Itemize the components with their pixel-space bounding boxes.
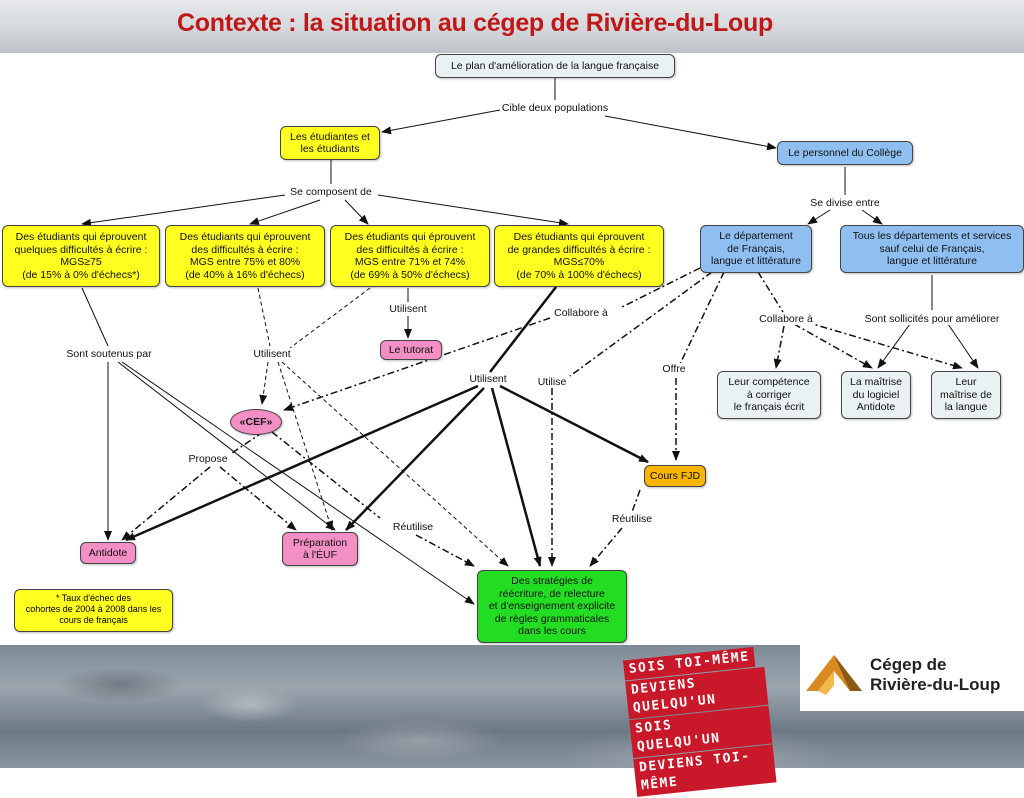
concept-map: Le plan d'amélioration de la langue fran… [0,53,1024,645]
node-strategies: Des stratégies de réécriture, de relectu… [477,570,627,643]
node-personnel: Le personnel du Collège [777,141,913,165]
node-autres-depts: Tous les départements et services sauf c… [840,225,1024,273]
label-utilisent-cef: Utilisent [251,348,293,360]
label-reutilise-cef: Réutilise [390,521,436,533]
slogan-stamp: SOIS TOI-MÊME DEVIENS QUELQU'UN SOIS QUE… [622,646,777,797]
label-composent: Se composent de [288,186,374,198]
node-preparation-euf: Préparation à l'ÉUF [282,532,358,566]
cegep-logo-icon [806,655,862,695]
node-etudiants: Les étudiantes et les étudiants [280,126,380,160]
label-sollicites: Sont sollicités pour améliorer [862,313,1002,325]
brand-name: Cégep de Rivière-du-Loup [870,655,1001,694]
footer-banner: SOIS TOI-MÊME DEVIENS QUELQU'UN SOIS QUE… [0,645,1024,797]
label-utilisent-main: Utilisent [467,373,509,385]
node-maitrise-antidote: La maîtrise du logiciel Antidote [841,371,911,419]
label-propose: Propose [186,453,230,465]
node-competence-corriger: Leur compétence à corriger le français é… [717,371,821,419]
page-title: Contexte : la situation au cégep de Rivi… [177,9,773,37]
node-plan: Le plan d'amélioration de la langue fran… [435,54,675,78]
node-cours-fjd: Cours FJD [644,465,706,487]
label-utilisent-tutorat: Utilisent [387,303,429,315]
label-collabore-cef: Collabore à [552,307,610,319]
node-etudiants-mgs71-74: Des étudiants qui éprouvent des difficul… [330,225,490,287]
brand-logo: Cégep de Rivière-du-Loup [800,645,1024,711]
label-sont-soutenus: Sont soutenus par [64,348,154,360]
label-collabore-dept: Collabore à [757,313,815,325]
label-utilise: Utilise [535,376,569,388]
node-cef: «CEF» [230,409,282,435]
label-offre: Offre [660,363,688,375]
node-etudiants-mgs75: Des étudiants qui éprouvent quelques dif… [2,225,160,287]
node-etudiants-mgs75-80: Des étudiants qui éprouvent des difficul… [165,225,325,287]
node-etudiants-mgs70: Des étudiants qui éprouvent de grandes d… [494,225,664,287]
label-cible: Cible deux populations [499,102,611,114]
footnote: * Taux d'échec des cohortes de 2004 à 20… [14,589,173,632]
node-dept-francais: Le département de Français, langue et li… [700,225,812,273]
label-divise: Se divise entre [808,197,882,209]
header-bar: Contexte : la situation au cégep de Rivi… [0,0,1024,53]
label-reutilise-fjd: Réutilise [609,513,655,525]
node-antidote: Antidote [80,542,136,564]
connector-lines [81,78,979,605]
node-tutorat: Le tutorat [380,340,442,360]
node-maitrise-langue: Leur maîtrise de la langue [931,371,1001,419]
